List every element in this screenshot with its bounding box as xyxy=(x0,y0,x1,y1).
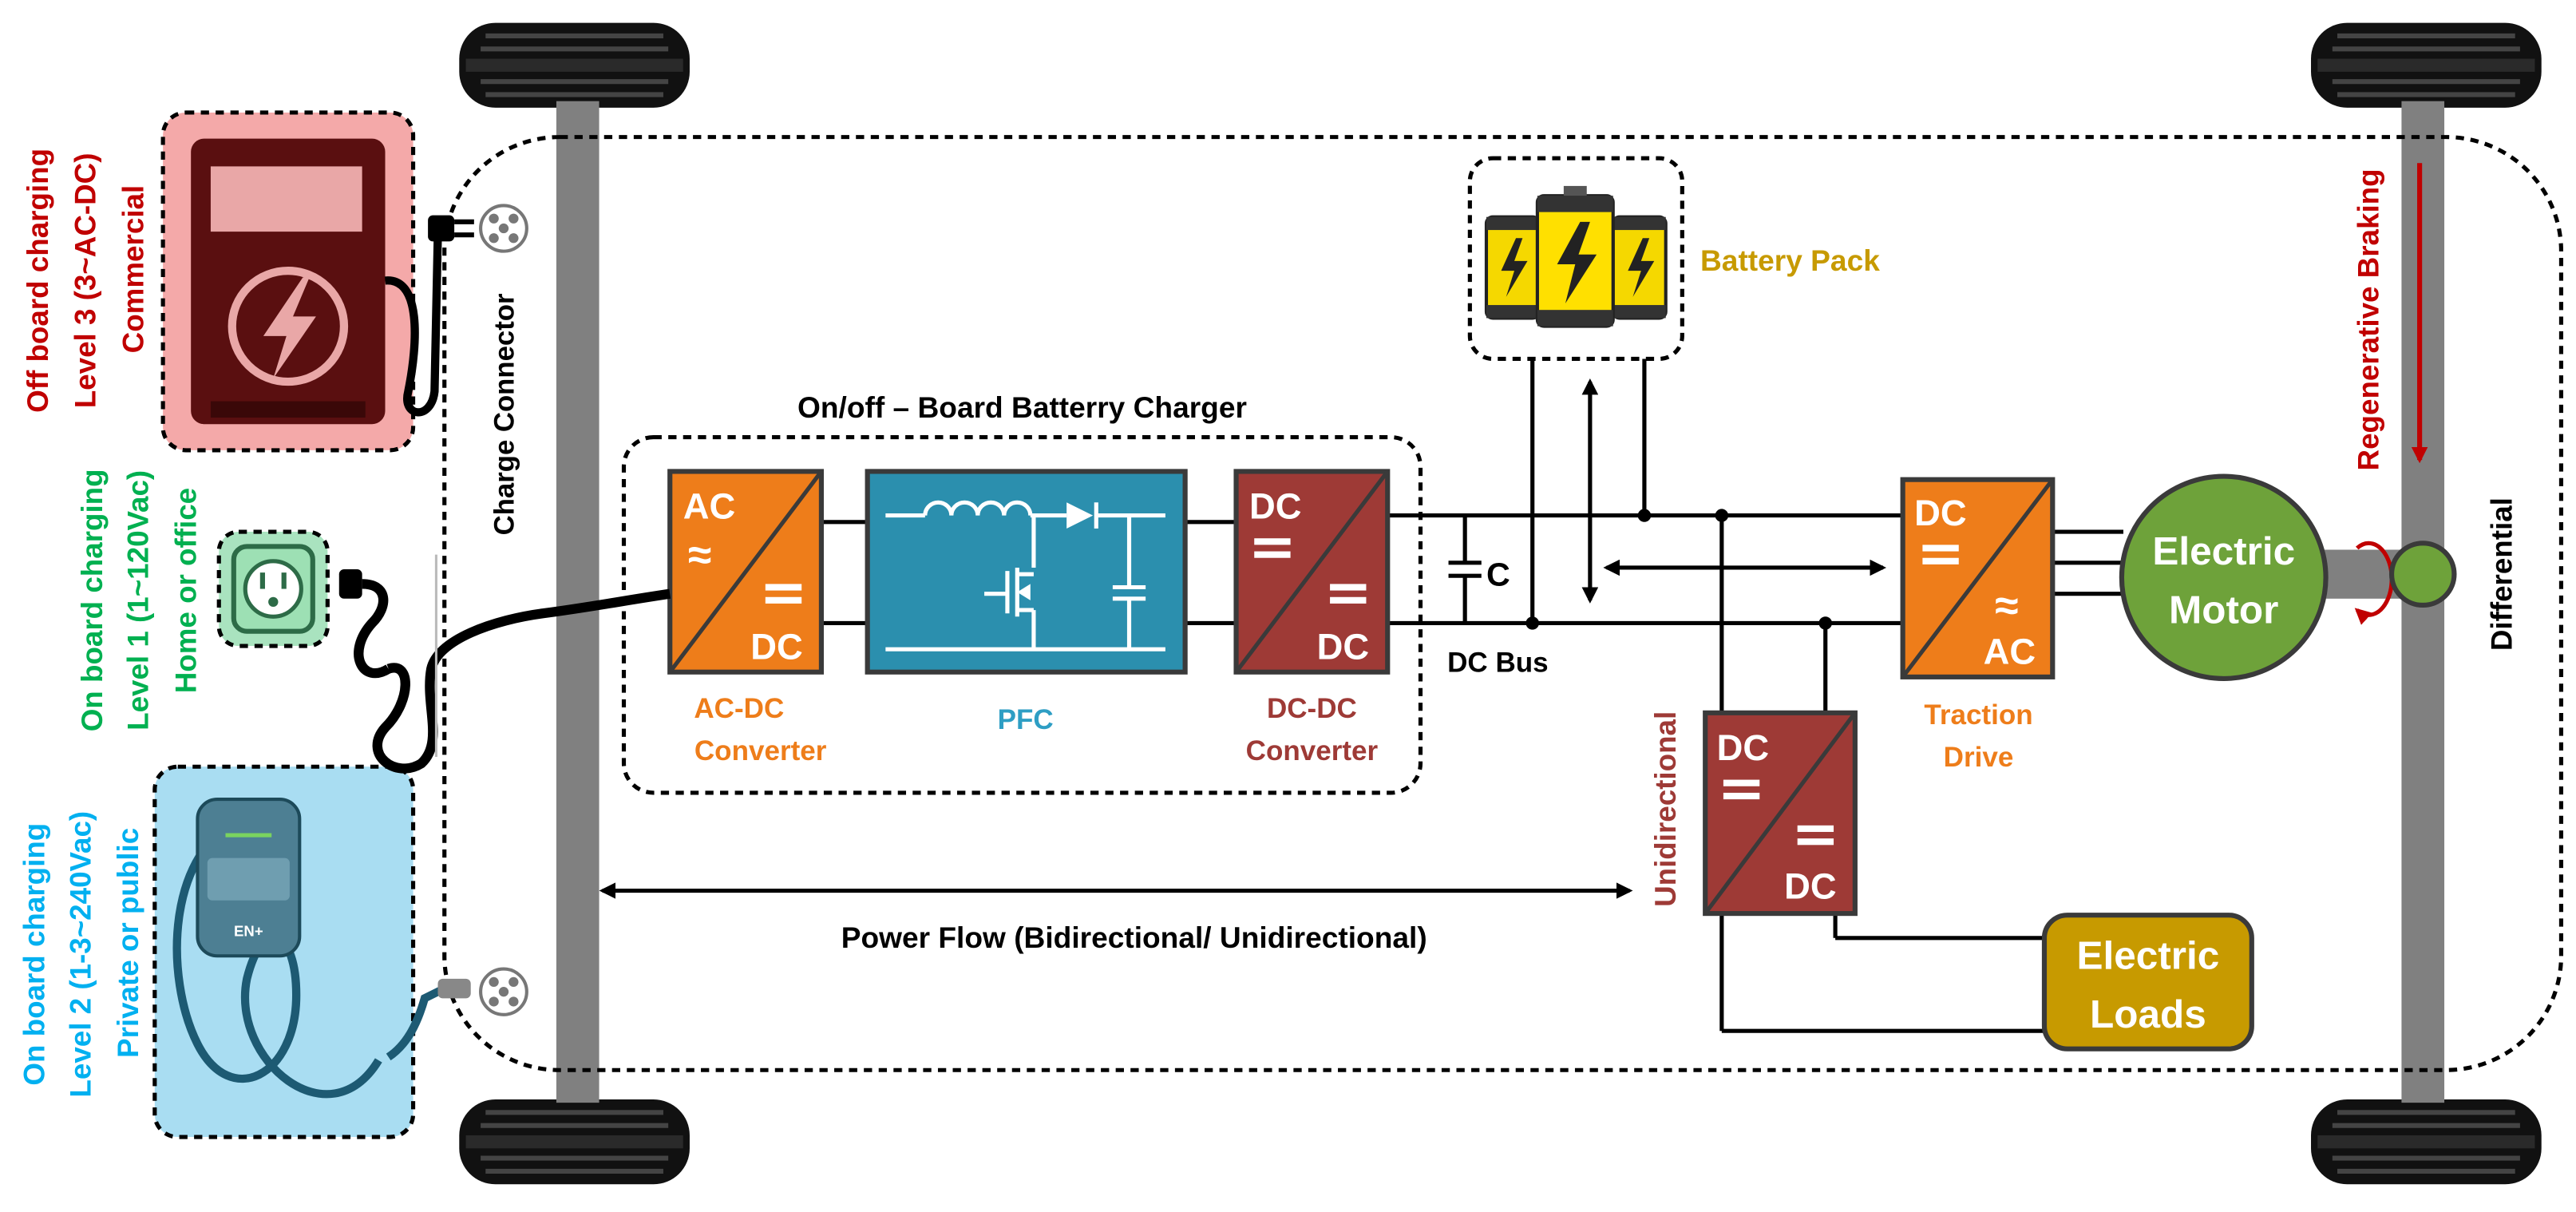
acdc-caption-2: Converter xyxy=(694,735,827,766)
aux-top-label: DC xyxy=(1717,727,1770,768)
front-left-wheel xyxy=(459,22,690,108)
junction-dots xyxy=(1525,509,1832,630)
acdc-top-label: AC xyxy=(683,486,736,527)
level1-line-1: On board charging xyxy=(76,469,109,731)
rear-right-wheel xyxy=(2311,1099,2542,1185)
level3-line-3: Commercial xyxy=(117,185,149,353)
wall-outlet-icon xyxy=(231,544,315,634)
level2-labels: On board charging Level 2 (1-3~240Vac) P… xyxy=(18,811,145,1098)
wheels xyxy=(459,22,2542,1185)
wallbox-charger-icon: EN+ xyxy=(172,798,471,1099)
connector-socket-icon xyxy=(479,967,528,1016)
traction-caption-1: Traction xyxy=(1924,699,2032,731)
level3-line-1: Off board charging xyxy=(22,149,54,413)
pfc-block xyxy=(865,469,1188,675)
traction-caption-2: Drive xyxy=(1944,742,2014,773)
traction-bottom-label: AC xyxy=(1984,632,2036,672)
loads-label-2: Loads xyxy=(2090,992,2206,1036)
battery-pack-box xyxy=(1467,156,1684,362)
charger-group-box xyxy=(621,434,1423,795)
charging-cable xyxy=(372,588,671,774)
charging-station-icon xyxy=(191,138,442,425)
regen-label: Regenerative Braking xyxy=(2352,168,2384,470)
dc-bus-label: DC Bus xyxy=(1447,648,1549,679)
level2-line-1: On board charging xyxy=(18,823,51,1086)
dcdc-top-label: DC xyxy=(1249,486,1302,527)
level1-line-3: Home or office xyxy=(169,488,202,693)
dcdc-bottom-label: DC xyxy=(1317,627,1370,667)
front-right-wheel xyxy=(2311,22,2542,108)
power-flow-label: Power Flow (Bidirectional/ Unidirectiona… xyxy=(841,921,1427,954)
level3-line-2: Level 3 (3~AC-DC) xyxy=(69,153,101,409)
level1-line-2: Level 1 (1~120Vac) xyxy=(121,470,154,731)
aux-dc-dc-converter: DC DC xyxy=(1703,710,1858,917)
level2-line-2: Level 2 (1-3~240Vac) xyxy=(64,811,97,1098)
differential-label: Differential xyxy=(2485,497,2518,651)
battery-pack-label: Battery Pack xyxy=(1700,244,1880,277)
electric-loads: Electric Loads xyxy=(2041,913,2254,1052)
svg-text:≈: ≈ xyxy=(1995,583,2018,630)
electric-motor: Electric Motor xyxy=(2119,473,2329,681)
ac-dc-converter: AC ≈ DC xyxy=(667,469,825,675)
pfc-caption: PFC xyxy=(998,704,1054,735)
bus-wiring xyxy=(821,358,2123,1033)
dc-dc-converter: DC DC xyxy=(1233,469,1391,675)
acdc-caption-1: AC-DC xyxy=(694,693,784,724)
wallbox-brand: EN+ xyxy=(234,923,263,940)
pfc-circuit-icon xyxy=(885,500,1165,652)
motor-label-2: Motor xyxy=(2169,588,2278,632)
dcdc-caption-1: DC-DC xyxy=(1267,693,1357,724)
connector-socket-icon xyxy=(479,204,528,253)
charge-connector-label: Charge Connector xyxy=(489,293,520,535)
level2-line-3: Private or public xyxy=(112,828,144,1058)
dcdc-caption-2: Converter xyxy=(1246,735,1379,766)
traction-top-label: DC xyxy=(1914,493,1967,533)
traction-drive: DC ≈ AC xyxy=(1900,477,2056,679)
level3-labels: Off board charging Level 3 (3~AC-DC) Com… xyxy=(22,149,150,413)
acdc-bottom-label: DC xyxy=(750,627,803,667)
rear-left-wheel xyxy=(459,1099,690,1185)
battery-icon xyxy=(1484,185,1668,328)
plug-icon xyxy=(338,569,391,679)
plug-icon xyxy=(428,215,474,242)
unidirectional-label: Unidirectional xyxy=(1649,711,1682,907)
svg-text:≈: ≈ xyxy=(688,532,711,579)
motor-label-1: Electric xyxy=(2152,529,2295,573)
level1-labels: On board charging Level 1 (1~120Vac) Hom… xyxy=(76,469,203,731)
loads-label-1: Electric xyxy=(2076,934,2219,978)
vehicle-outline xyxy=(442,135,2564,1072)
aux-bottom-label: DC xyxy=(1784,866,1837,907)
capacitor-label: C xyxy=(1486,556,1510,593)
charger-title: On/off – Board Batterry Charger xyxy=(797,391,1247,424)
differential-gear xyxy=(2388,541,2457,608)
